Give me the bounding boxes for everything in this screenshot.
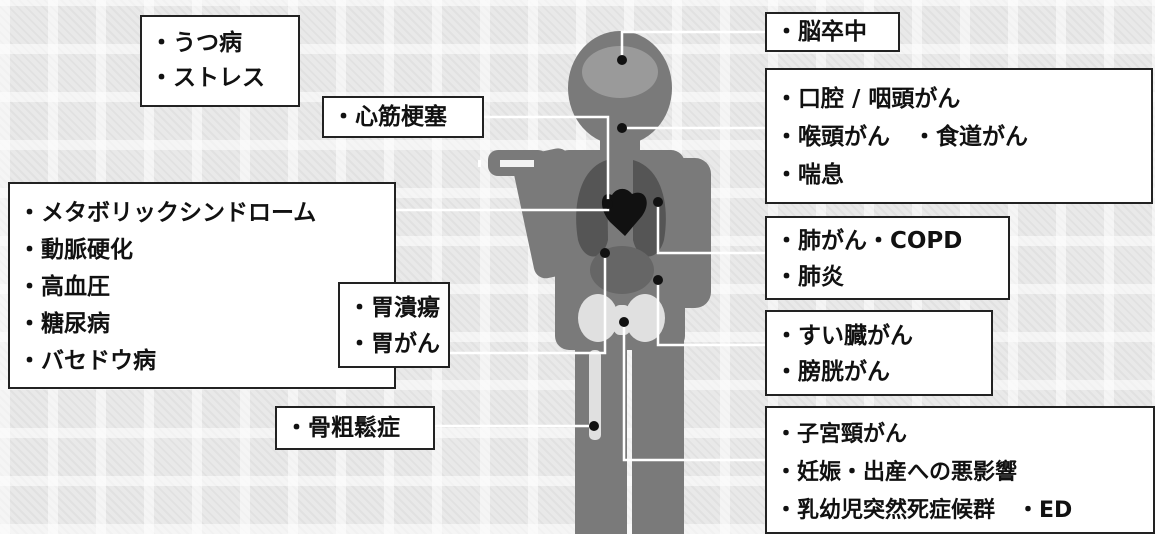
label-line: ・糖尿病 bbox=[18, 311, 110, 337]
label-line: ・妊娠・出産への悪影響 bbox=[775, 460, 1018, 485]
stomach-shape bbox=[590, 246, 654, 294]
label-stomach: ・胃潰瘍 ・胃がん bbox=[338, 282, 450, 368]
label-line: ・肺がん・COPD bbox=[775, 228, 963, 254]
label-head-neck: ・口腔 / 咽頭がん ・喉頭がん ・食道がん ・喘息 bbox=[765, 68, 1153, 204]
leader-dots bbox=[589, 55, 663, 431]
label-line: ・すい臓がん bbox=[775, 323, 913, 349]
label-stroke: ・脳卒中 bbox=[765, 12, 900, 52]
label-line: ・肺炎 bbox=[775, 264, 844, 290]
label-line: ・乳幼児突然死症候群 ・ED bbox=[775, 498, 1073, 523]
label-heart: ・心筋梗塞 bbox=[322, 96, 484, 138]
label-line: ・口腔 / 咽頭がん bbox=[775, 86, 961, 112]
label-metabolic: ・メタボリックシンドローム ・動脈硬化 ・高血圧 ・糖尿病 ・バセドウ病 bbox=[8, 182, 396, 389]
pelvis-bones bbox=[578, 294, 665, 342]
label-line: ・喉頭がん ・食道がん bbox=[775, 124, 1028, 150]
brain-shape bbox=[582, 46, 658, 98]
label-line: ・高血圧 bbox=[18, 274, 110, 300]
label-line: ・喘息 bbox=[775, 162, 844, 188]
label-line: ・心筋梗塞 bbox=[332, 104, 447, 130]
label-bone: ・骨粗鬆症 bbox=[275, 406, 435, 450]
label-line: ・胃潰瘍 bbox=[348, 295, 440, 321]
label-line: ・動脈硬化 bbox=[18, 237, 133, 263]
femur-bone bbox=[589, 350, 601, 440]
label-line: ・ストレス bbox=[150, 65, 265, 91]
label-line: ・骨粗鬆症 bbox=[285, 415, 400, 441]
leader-lines bbox=[396, 30, 765, 462]
label-lung: ・肺がん・COPD ・肺炎 bbox=[765, 216, 1010, 300]
label-line: ・うつ病 bbox=[150, 30, 242, 56]
label-line: ・脳卒中 bbox=[775, 19, 867, 45]
label-pancreas: ・すい臓がん ・膀胱がん bbox=[765, 310, 993, 396]
heart-shape bbox=[601, 188, 647, 236]
label-line: ・バセドウ病 bbox=[18, 348, 156, 374]
label-reproductive: ・子宮頸がん ・妊娠・出産への悪影響 ・乳幼児突然死症候群 ・ED bbox=[765, 406, 1155, 534]
label-depression: ・うつ病 ・ストレス bbox=[140, 15, 300, 107]
label-line: ・メタボリックシンドローム bbox=[18, 200, 317, 226]
label-line: ・膀胱がん bbox=[775, 359, 890, 385]
label-line: ・胃がん bbox=[348, 331, 440, 357]
cigarette-icon bbox=[478, 160, 534, 167]
label-line: ・子宮頸がん bbox=[775, 422, 908, 447]
